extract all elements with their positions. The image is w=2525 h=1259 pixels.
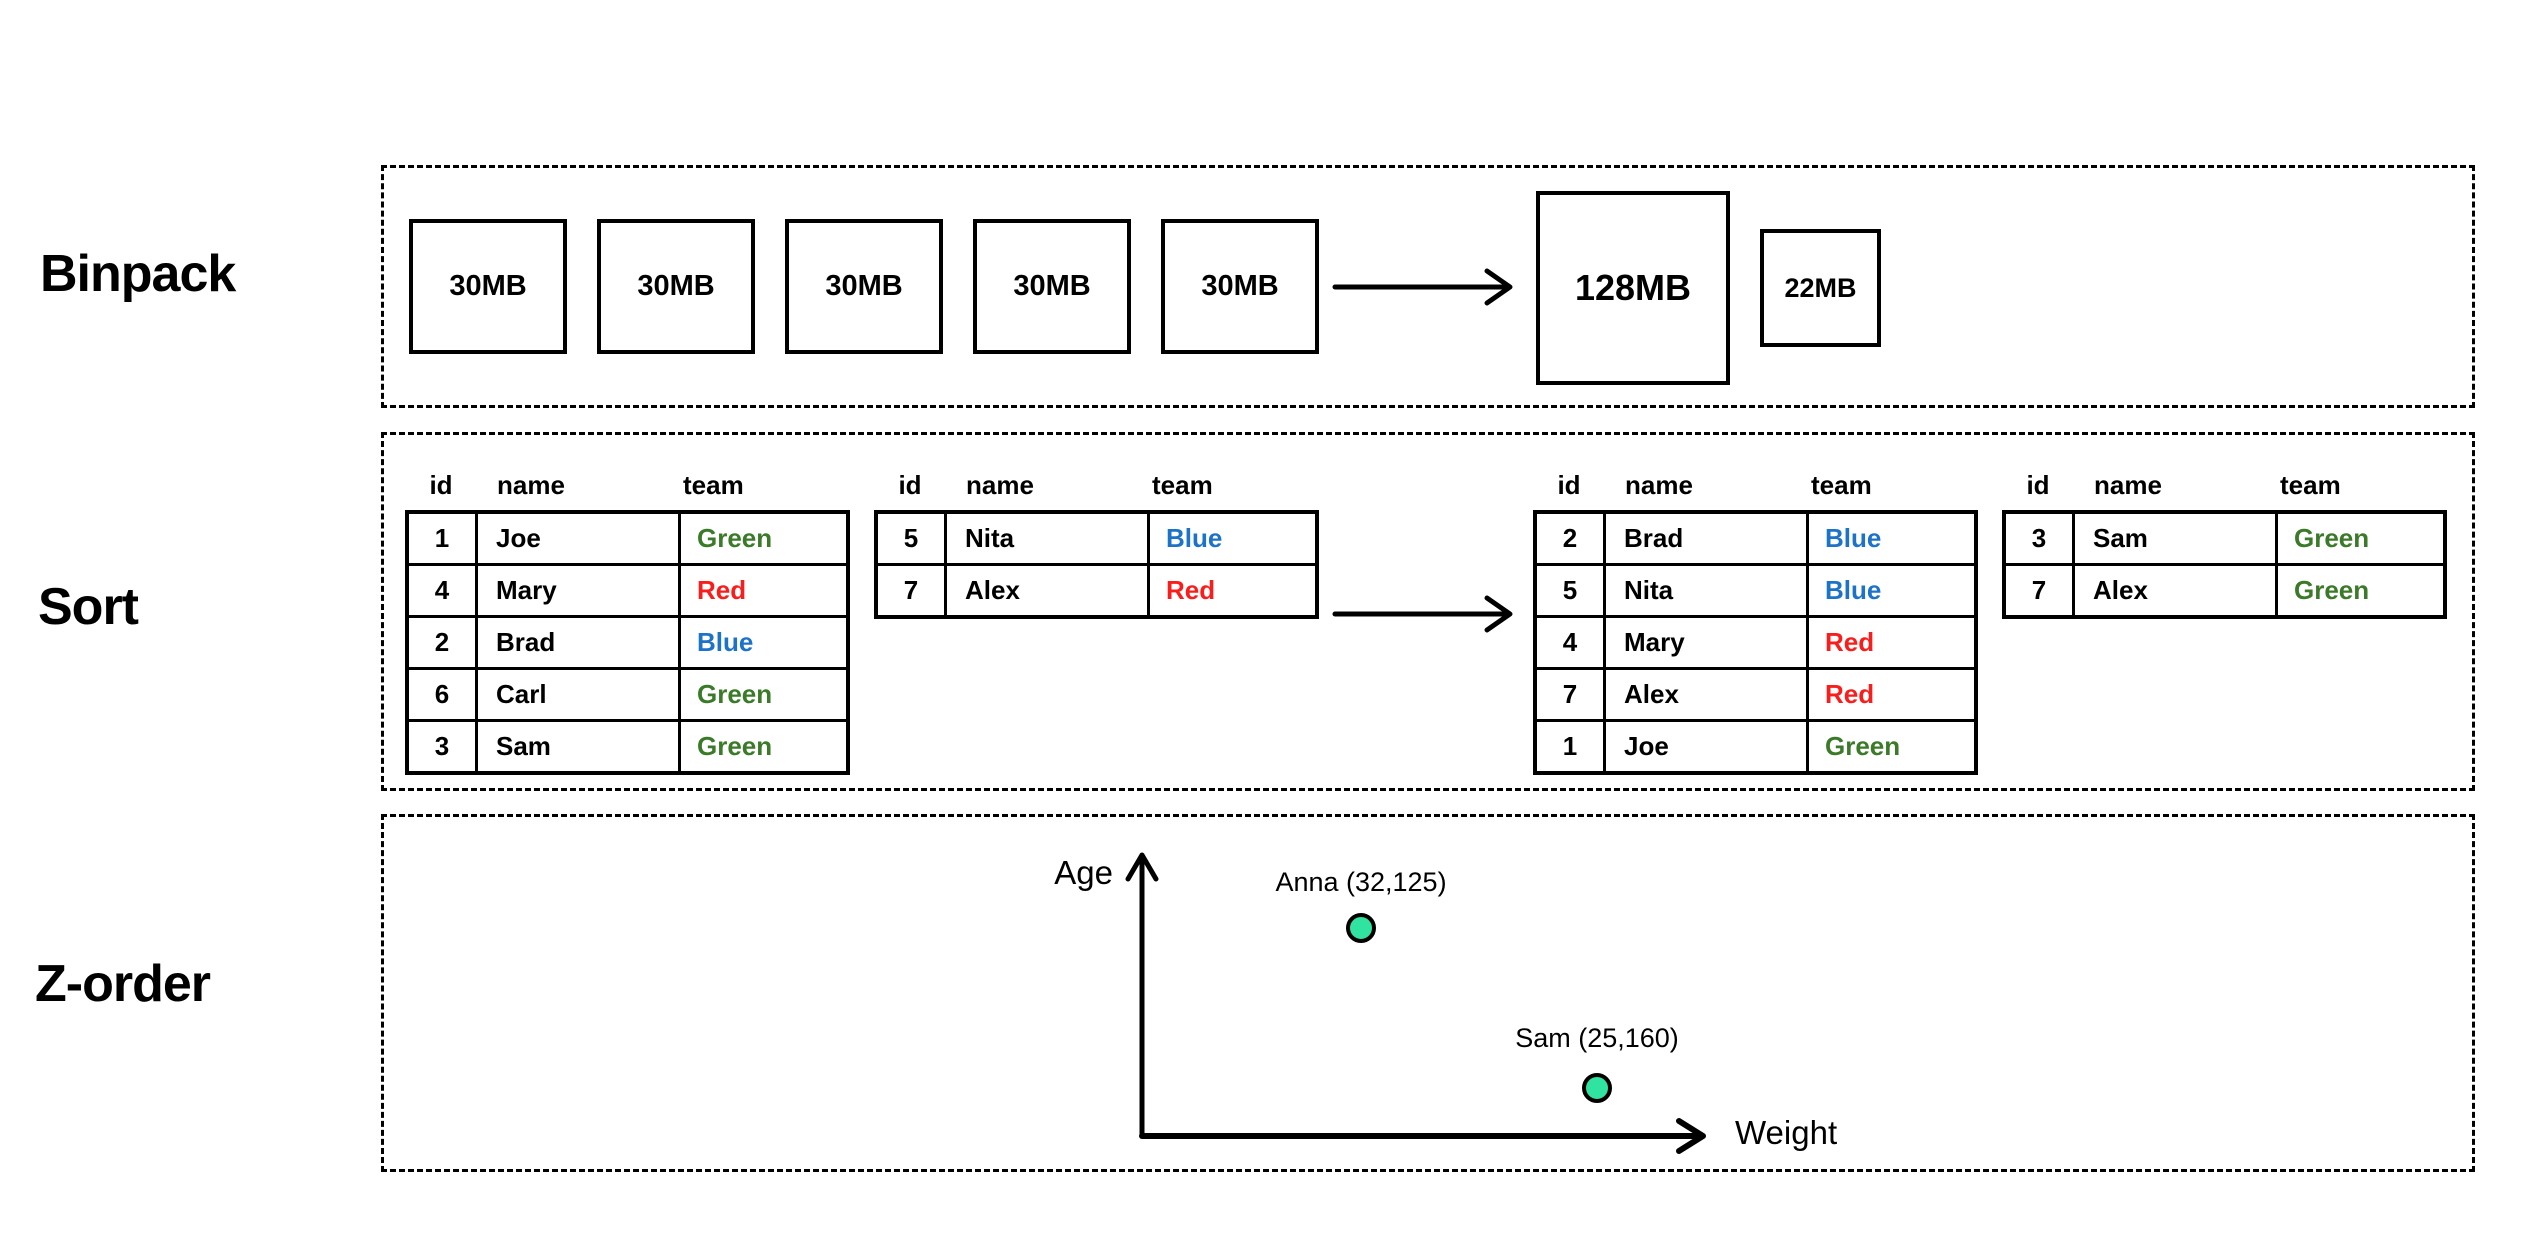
table-cell: Nita — [944, 510, 1150, 566]
binpack-source-file-box: 30MB — [409, 219, 567, 354]
table-cell: Nita — [1603, 563, 1809, 618]
column-header: name — [966, 470, 1034, 500]
table-cell: Red — [1806, 667, 1978, 722]
zorder-section-container — [381, 814, 2475, 1172]
table-cell: 7 — [2002, 563, 2075, 619]
table-cell: Green — [2275, 510, 2447, 566]
column-header: id — [2026, 470, 2050, 500]
table-cell: Blue — [1806, 510, 1978, 566]
table-cell: Brad — [1603, 510, 1809, 566]
column-header: name — [1625, 470, 1693, 500]
table-cell: 4 — [1533, 615, 1606, 670]
x-axis-label: Weight — [1735, 1114, 1838, 1151]
table-cell: 1 — [1533, 719, 1606, 775]
binpack-section-container — [381, 165, 2475, 408]
column-header: team — [1811, 470, 1872, 500]
y-axis-label: Age — [1054, 854, 1113, 891]
point-label-anna: Anna (32,125) — [1275, 867, 1447, 897]
column-header: team — [2280, 470, 2341, 500]
table-cell: 7 — [1533, 667, 1606, 722]
table-cell: Mary — [475, 563, 681, 618]
table-cell: Sam — [475, 719, 681, 775]
table-cell: 5 — [874, 510, 947, 566]
column-header: id — [1557, 470, 1581, 500]
sort-section-container — [381, 432, 2475, 791]
table-cell: Green — [1806, 719, 1978, 775]
binpack-source-file-box: 30MB — [785, 219, 943, 354]
table-cell: Green — [678, 719, 850, 775]
column-header: team — [683, 470, 744, 500]
table-cell: Joe — [475, 510, 681, 566]
table-cell: 2 — [405, 615, 478, 670]
table-cell: Green — [2275, 563, 2447, 619]
table-header-row: id name team — [405, 470, 850, 510]
binpack-source-file-box: 30MB — [597, 219, 755, 354]
binpack-section-label: Binpack — [40, 245, 236, 303]
table-cell: Sam — [2072, 510, 2278, 566]
table-cell: Green — [678, 510, 850, 566]
table-cell: Green — [678, 667, 850, 722]
table-cell: Blue — [1806, 563, 1978, 618]
column-header: name — [497, 470, 565, 500]
column-header: id — [898, 470, 922, 500]
table-cell: 3 — [2002, 510, 2075, 566]
zorder-section-label: Z-order — [35, 955, 211, 1013]
table-cell: Blue — [678, 615, 850, 670]
table-cell: Joe — [1603, 719, 1809, 775]
table-cell: 2 — [1533, 510, 1606, 566]
column-header: id — [429, 470, 453, 500]
table-cell: Alex — [1603, 667, 1809, 722]
table-cell: 1 — [405, 510, 478, 566]
table-cell: Alex — [2072, 563, 2278, 619]
table-cell: 7 — [874, 563, 947, 619]
column-header: team — [1152, 470, 1213, 500]
table-cell: Red — [678, 563, 850, 618]
binpack-source-file-box: 30MB — [1161, 219, 1319, 354]
binpack-remainder-file-box: 22MB — [1760, 229, 1881, 347]
table-header-row: id name team — [2002, 470, 2447, 510]
binpack-merged-file-box: 128MB — [1536, 191, 1730, 385]
table-cell: 6 — [405, 667, 478, 722]
table-cell: Mary — [1603, 615, 1809, 670]
table-cell: 3 — [405, 719, 478, 775]
table-header-row: id name team — [1533, 470, 1978, 510]
table-cell: Alex — [944, 563, 1150, 619]
sort-section-label: Sort — [38, 578, 139, 636]
point-label-sam: Sam (25,160) — [1515, 1023, 1679, 1053]
table-cell: Red — [1806, 615, 1978, 670]
table-cell: Brad — [475, 615, 681, 670]
binpack-source-file-box: 30MB — [973, 219, 1131, 354]
table-header-row: id name team — [874, 470, 1319, 510]
table-cell: Blue — [1147, 510, 1319, 566]
table-cell: Red — [1147, 563, 1319, 619]
table-cell: 4 — [405, 563, 478, 618]
column-header: name — [2094, 470, 2162, 500]
table-cell: 5 — [1533, 563, 1606, 618]
table-cell: Carl — [475, 667, 681, 722]
